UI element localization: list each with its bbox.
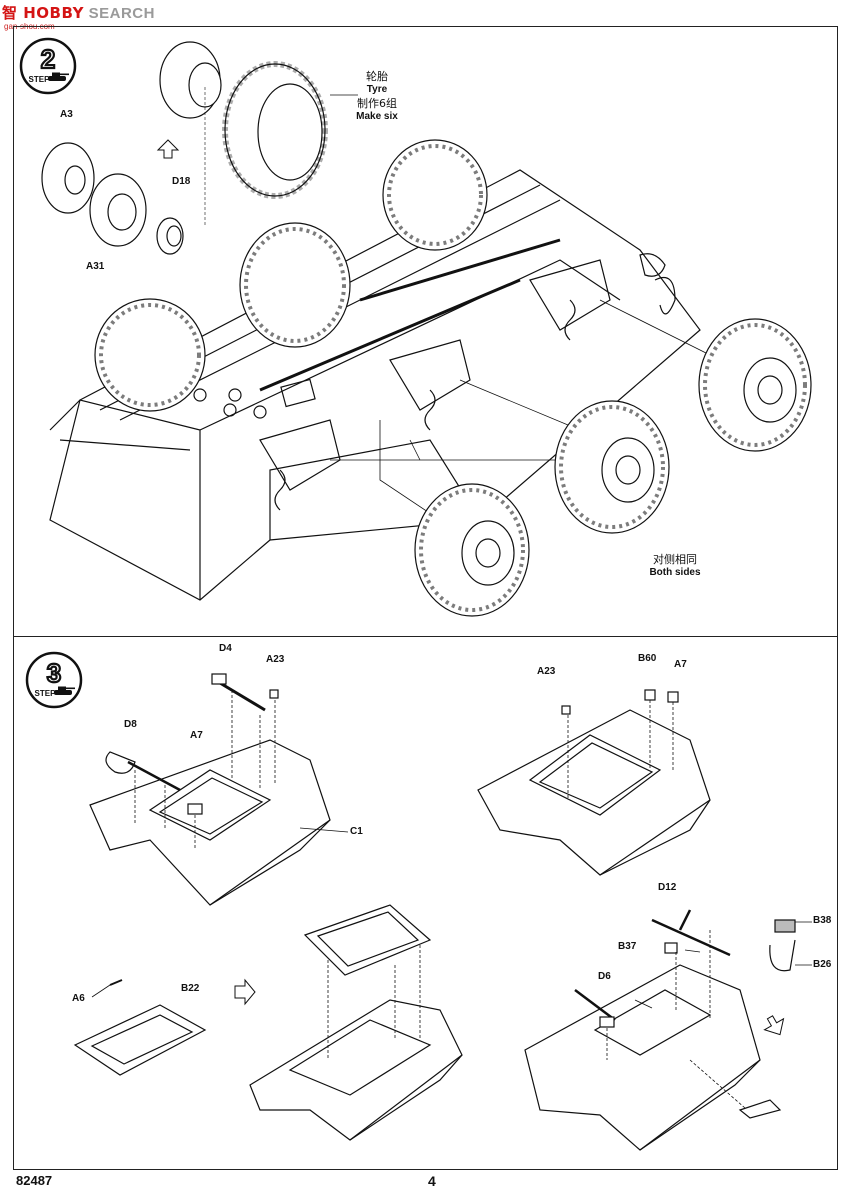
watermark-search-text: SEARCH [88, 5, 155, 22]
part-label-d8: D8 [124, 719, 137, 730]
step-2-number: 2 [41, 44, 55, 74]
watermark-logo: 智 HOBBY SEARCH [2, 2, 155, 23]
part-label-b22: B22 [181, 983, 200, 994]
part-label-d18: D18 [172, 176, 191, 187]
part-label-a7-left: A7 [190, 730, 203, 741]
both-sides-label: 对侧相同 Both sides [640, 551, 710, 578]
part-label-b60: B60 [638, 653, 657, 664]
make-six-label-cn: 制作6组 [357, 97, 397, 110]
part-label-a3: A3 [60, 109, 73, 120]
wheels [41, 41, 812, 617]
both-sides-label-en: Both sides [649, 567, 701, 578]
both-sides-label-cn: 对侧相同 [653, 553, 697, 566]
step-divider [13, 636, 838, 637]
part-label-b38: B38 [813, 915, 832, 926]
part-label-a23-left: A23 [266, 654, 285, 665]
part-label-d4: D4 [219, 643, 232, 654]
product-code: 82487 [16, 1173, 53, 1188]
page-number: 4 [428, 1173, 436, 1189]
step-3-word: STEP [35, 689, 57, 698]
part-label-d12: D12 [658, 882, 677, 893]
step-3-badge: 3 STEP [25, 651, 83, 709]
tyre-label: 轮胎 Tyre 制作6组 Make six [352, 68, 402, 122]
part-label-b37: B37 [618, 941, 637, 952]
part-label-a7-right: A7 [674, 659, 687, 670]
step-3-number: 3 [47, 658, 61, 688]
tank-icon [54, 686, 75, 695]
part-label-b26: B26 [813, 959, 832, 970]
part-label-a31: A31 [86, 261, 105, 272]
make-six-label-en: Make six [356, 111, 398, 122]
tyre-label-cn: 轮胎 [366, 70, 388, 83]
watermark-logo-text: 智 HOBBY [2, 4, 84, 22]
tyre-label-en: Tyre [366, 84, 388, 95]
step-2-word: STEP [29, 75, 51, 84]
step-2-badge: 2 STEP [19, 37, 77, 95]
part-label-a23-right: A23 [537, 666, 556, 677]
part-label-c1: C1 [350, 826, 363, 837]
page-frame [13, 26, 838, 1170]
part-label-a6: A6 [72, 993, 85, 1004]
part-label-d6: D6 [598, 971, 611, 982]
tank-icon [48, 72, 69, 81]
